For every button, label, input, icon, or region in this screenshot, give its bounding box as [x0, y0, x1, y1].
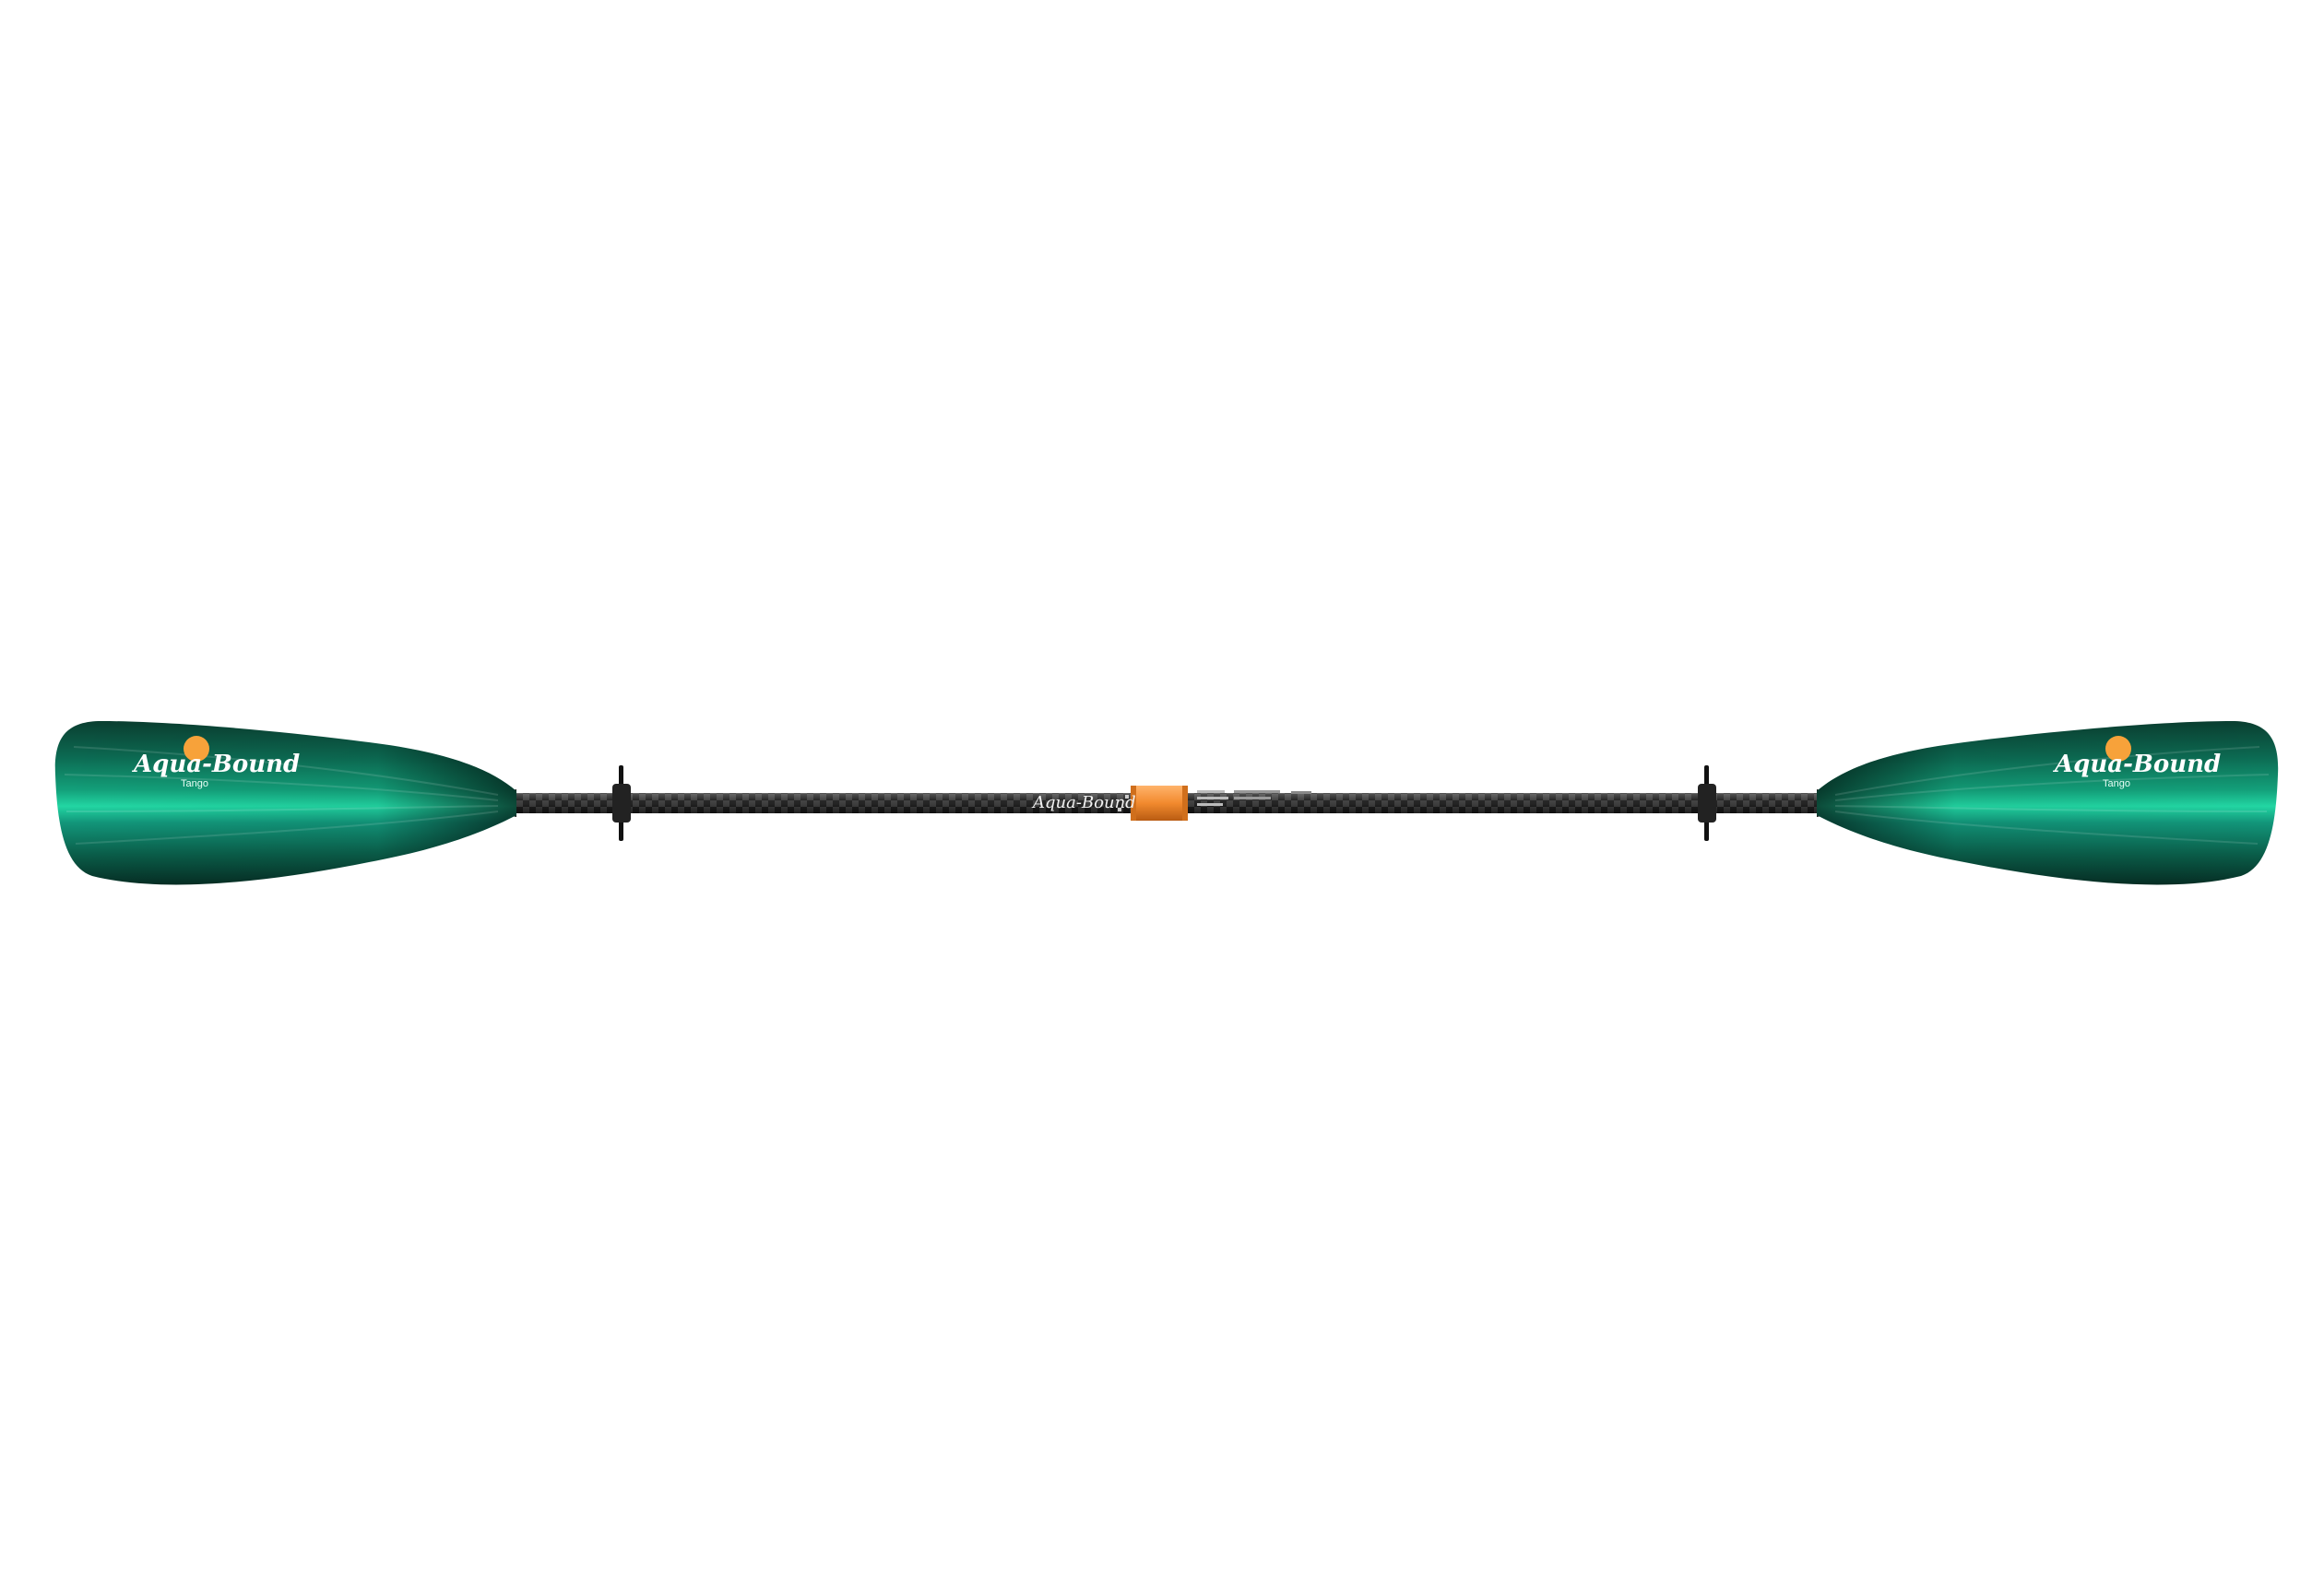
blade-right-model: Tango — [2103, 778, 2130, 789]
blade-left-brand: Aqua-Bound — [131, 751, 300, 778]
blade-right-brand: Aqua-Bound — [2052, 751, 2221, 778]
blade-left-logo: Aqua-Bound Tango — [131, 736, 300, 789]
blade-right-logo: Aqua-Bound Tango — [2052, 736, 2221, 789]
sun-icon — [2105, 736, 2131, 762]
drip-ring-right[interactable] — [1698, 765, 1716, 841]
sun-icon — [184, 736, 209, 762]
shaft-fine-print — [1118, 790, 1311, 811]
blade-left: Aqua-Bound Tango — [54, 721, 517, 885]
blade-left-model: Tango — [181, 778, 208, 789]
blade-right: Aqua-Bound Tango — [1817, 721, 2279, 885]
paddle-shaft: Aqua-Bound — [498, 765, 1835, 841]
shaft-brand-logo: Aqua-Bound — [1031, 793, 1136, 812]
ferrule-connector[interactable] — [1131, 786, 1188, 821]
drip-ring-left[interactable] — [612, 765, 631, 841]
